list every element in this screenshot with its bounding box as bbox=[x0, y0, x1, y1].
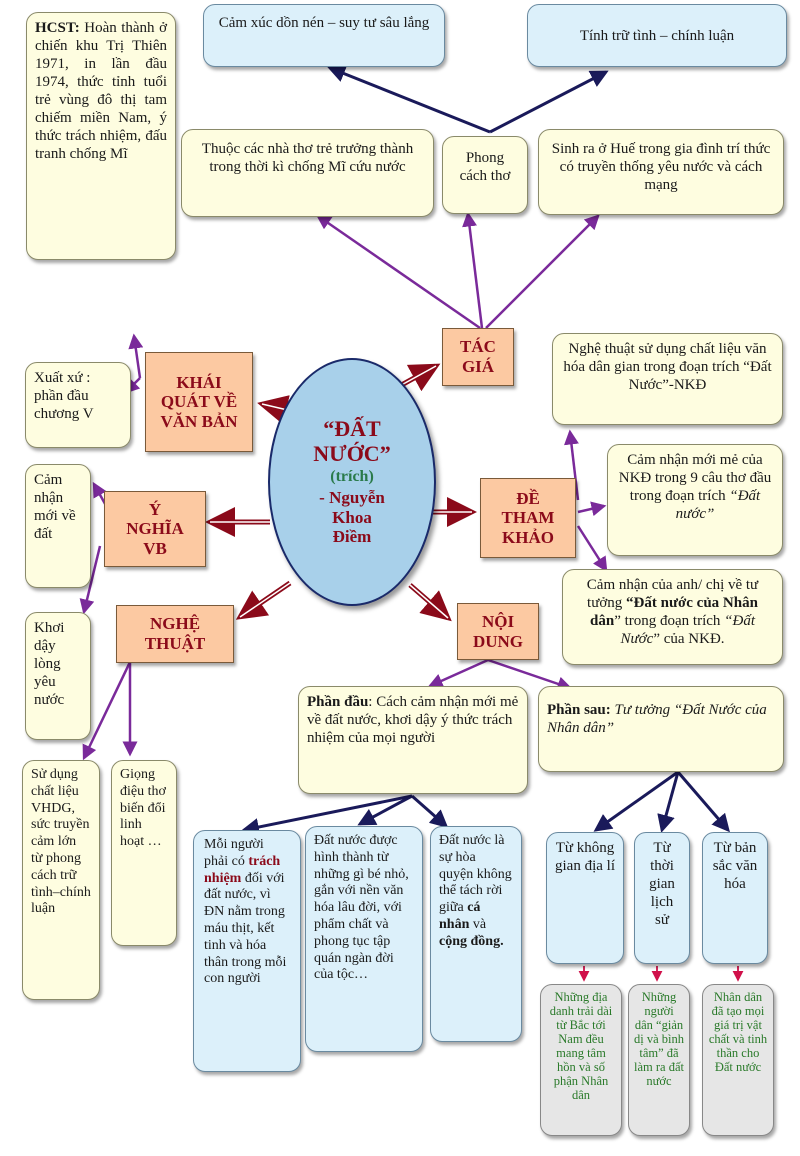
center-title-1: “ĐẤT bbox=[323, 416, 381, 442]
b3-text-d: cộng đồng. bbox=[439, 933, 504, 949]
dia-danh-text: Những địa danh trải dài từ Bắc tới Nam đ… bbox=[549, 990, 613, 1102]
b1-text-c: đối với đất nước, vì ĐN nằm trong máu th… bbox=[204, 870, 287, 987]
y-nghia-1-text: Cảm nhận mới về đất bbox=[34, 472, 76, 542]
khai-quat-label: KHÁI QUÁT VỀ VĂN BẢN bbox=[160, 372, 238, 431]
noi-dung-label: NỘI DUNG bbox=[472, 611, 524, 651]
phan-sau-label: Phần sau bbox=[547, 702, 606, 718]
de-tham-khao-node: ĐỀ THAM KHẢO bbox=[480, 478, 576, 558]
de-1-box: Nghệ thuật sử dụng chất liệu văn hóa dân… bbox=[552, 333, 783, 425]
nhan-dan-text: Nhân dân đã tạo mọi giá trị vật chất và … bbox=[708, 990, 768, 1074]
noi-dung-b1-box: Mỗi người phải có trách nhiệm đối với đấ… bbox=[193, 830, 301, 1072]
phan-dau-box: Phần đầu: Cách cảm nhận mới mẻ về đất nư… bbox=[298, 686, 528, 794]
de-3-box: Cảm nhận của anh/ chị về tư tưởng “Đất n… bbox=[562, 569, 783, 665]
nghe-thuat-node: NGHỆ THUẬT bbox=[116, 605, 234, 663]
b3-text-b: cá nhân bbox=[439, 900, 481, 932]
b3-text-a: Đất nước là sự hòa quyện không thể tách … bbox=[439, 833, 512, 916]
center-author-1: - Nguyễn bbox=[319, 488, 385, 508]
khong-gian-text: Từ không gian địa lí bbox=[555, 840, 615, 874]
nguoi-dan-text: Những người dân “giản dị và bình tâm” đã… bbox=[634, 990, 684, 1088]
center-title-2: NƯỚC” bbox=[313, 440, 391, 466]
center-author-2: Khoa bbox=[332, 507, 372, 527]
y-nghia-label: Ý NGHĨA VB bbox=[126, 499, 184, 558]
tac-gia-label: TÁC GIÁ bbox=[460, 337, 496, 376]
xuat-xu-box: Xuất xứ : phần đầu chương V bbox=[25, 362, 131, 448]
y-nghia-1-box: Cảm nhận mới về đất bbox=[25, 464, 91, 588]
thuoc-nha-tho-text: Thuộc các nhà thơ trẻ trưởng thành trong… bbox=[201, 141, 414, 175]
ban-sac-text: Từ bản sắc văn hóa bbox=[712, 840, 758, 892]
b2-text: Đất nước được hình thành từ những gì bé … bbox=[314, 833, 409, 983]
hcst-label: HCST: bbox=[35, 20, 80, 36]
phong-cach-tho-box: Phong cách thơ bbox=[442, 136, 528, 214]
tinh-tru-tinh-text: Tính trữ tình – chính luận bbox=[579, 27, 735, 44]
center-sub: (trích) bbox=[330, 468, 374, 486]
phan-dau-text: : Cách cảm nhận mới mẻ về đất nước, khơi… bbox=[307, 694, 519, 746]
dia-danh-box: Những địa danh trải dài từ Bắc tới Nam đ… bbox=[540, 984, 622, 1136]
de-3-text-e: ” của NKĐ. bbox=[653, 631, 725, 647]
sinh-ra-text: Sinh ra ở Huế trong gia đình trí thức có… bbox=[551, 141, 771, 193]
cam-xuc-text: Cảm xúc dồn nén – suy tư sâu lắng bbox=[218, 15, 430, 31]
noi-dung-b3-box: Đất nước là sự hòa quyện không thể tách … bbox=[430, 826, 522, 1042]
de-3-text-a: Cảm nhận của anh/ chị về tư tưởng bbox=[586, 577, 759, 611]
b3-text-c: và bbox=[469, 916, 487, 932]
y-nghia-2-box: Khơi dậy lòng yêu nước bbox=[25, 612, 91, 740]
thoi-gian-box: Từ thời gian lịch sử bbox=[634, 832, 690, 964]
tinh-tru-tinh-box: Tính trữ tình – chính luận bbox=[527, 4, 787, 67]
phan-dau-label: Phần đầu bbox=[307, 694, 369, 710]
khong-gian-box: Từ không gian địa lí bbox=[546, 832, 624, 964]
tac-gia-node: TÁC GIÁ bbox=[442, 328, 514, 386]
noi-dung-node: NỘI DUNG bbox=[457, 603, 539, 660]
ban-sac-box: Từ bản sắc văn hóa bbox=[702, 832, 768, 964]
thuoc-nha-tho-box: Thuộc các nhà thơ trẻ trưởng thành trong… bbox=[181, 129, 434, 217]
nghe-thuat-label: NGHỆ THUẬT bbox=[144, 614, 206, 653]
nguoi-dan-box: Những người dân “giản dị và bình tâm” đã… bbox=[628, 984, 690, 1136]
y-nghia-2-text: Khơi dậy lòng yêu nước bbox=[34, 620, 65, 708]
de-2-text-b: “Đất nước” bbox=[675, 488, 761, 522]
nghe-thuat-1-text: Sử dụng chất liệu VHDG, sức truyền cảm l… bbox=[31, 767, 91, 917]
nhan-dan-box: Nhân dân đã tạo mọi giá trị vật chất và … bbox=[702, 984, 774, 1136]
de-3-text-b: “Đất nước của Nhân dân bbox=[590, 595, 758, 629]
de-2-box: Cảm nhận mới mẻ của NKĐ trong 9 câu thơ … bbox=[607, 444, 783, 556]
central-topic: “ĐẤT NƯỚC” (trích) - Nguyễn Khoa Điềm bbox=[268, 358, 436, 606]
phong-cach-tho-text: Phong cách thơ bbox=[459, 150, 511, 184]
nghe-thuat-1-box: Sử dụng chất liệu VHDG, sức truyền cảm l… bbox=[22, 760, 100, 1000]
sinh-ra-box: Sinh ra ở Huế trong gia đình trí thức có… bbox=[538, 129, 784, 215]
phan-sau-box: Phần sau: Tư tưởng “Đất Nước của Nhân dâ… bbox=[538, 686, 784, 772]
de-3-text-d: “Đất Nước bbox=[620, 613, 755, 647]
noi-dung-b2-box: Đất nước được hình thành từ những gì bé … bbox=[305, 826, 423, 1052]
hcst-box: HCST: Hoàn thành ở chiến khu Trị Thiên 1… bbox=[26, 12, 176, 260]
nghe-thuat-2-text: Giọng điệu thơ biến đổi linh hoạt … bbox=[120, 767, 166, 850]
de-2-text-a: Cảm nhận mới mẻ của NKĐ trong 9 câu thơ … bbox=[618, 452, 772, 504]
de-tham-khao-label: ĐỀ THAM KHẢO bbox=[501, 488, 555, 547]
thoi-gian-text: Từ thời gian lịch sử bbox=[649, 840, 675, 928]
de-3-text-c: ” trong đoạn trích bbox=[614, 613, 725, 629]
cam-xuc-box: Cảm xúc dồn nén – suy tư sâu lắng bbox=[203, 4, 445, 67]
b1-text-b: trách nhiệm bbox=[204, 853, 281, 886]
nghe-thuat-2-box: Giọng điệu thơ biến đổi linh hoạt … bbox=[111, 760, 177, 946]
de-1-text: Nghệ thuật sử dụng chất liệu văn hóa dân… bbox=[563, 341, 772, 393]
center-author-3: Điềm bbox=[332, 527, 372, 547]
xuat-xu-text: Xuất xứ : phần đầu chương V bbox=[34, 370, 94, 422]
phan-sau-text: Tư tưởng “Đất Nước của Nhân dân” bbox=[547, 702, 767, 736]
b1-text-a: Mỗi người phải có bbox=[204, 837, 264, 869]
hcst-text: Hoàn thành ở chiến khu Trị Thiên 1971, i… bbox=[35, 20, 167, 162]
y-nghia-node: Ý NGHĨA VB bbox=[104, 491, 206, 567]
khai-quat-node: KHÁI QUÁT VỀ VĂN BẢN bbox=[145, 352, 253, 452]
